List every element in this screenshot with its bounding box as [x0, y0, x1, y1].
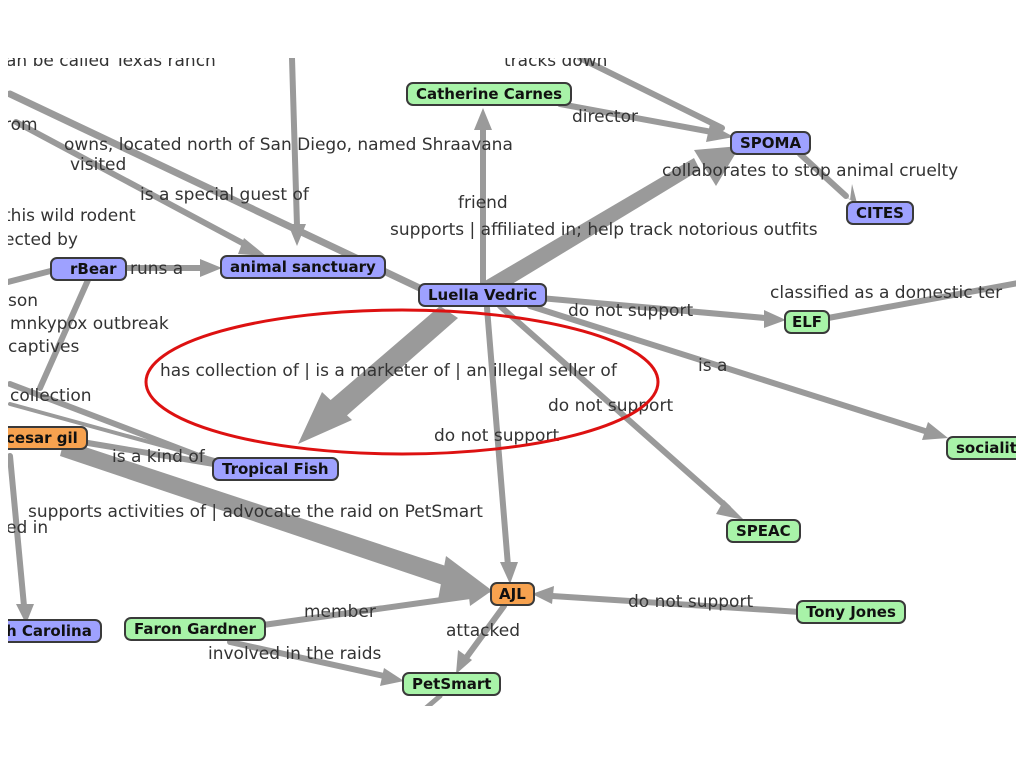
- edge-ajl-petsmart: [463, 603, 507, 661]
- edge-luella-spoma: [478, 158, 700, 295]
- edge-tony-ajl: [549, 593, 803, 615]
- arrowhead-socialite: [922, 422, 948, 440]
- node-cesar-gil[interactable]: cesar gil: [8, 426, 88, 450]
- edge-label-nosupport-elf: do not support: [568, 301, 693, 321]
- edge-label-monkeypox: mnkypox outbreak: [10, 314, 169, 334]
- edge-label-runs: runs a: [130, 259, 183, 279]
- edge-luella-tropical: [326, 306, 458, 418]
- edge-label-collab: collaborates to stop animal cruelty: [662, 161, 958, 181]
- node-luella-vedric[interactable]: Luella Vedric: [418, 283, 548, 307]
- node-tropical-fish[interactable]: Tropical Fish: [212, 457, 339, 481]
- edge-label-collection-main: has collection of | is a marketer of | a…: [160, 361, 618, 381]
- edge-label-nosupport-tony: do not support: [628, 592, 753, 612]
- node-rbear[interactable]: rBear: [50, 257, 127, 281]
- edge-luella-ajl: [484, 305, 511, 569]
- node-speac[interactable]: SPEAC: [726, 519, 801, 543]
- edge-label-guest: is a special guest of: [140, 185, 310, 205]
- edge-faron-ajl: [253, 593, 473, 629]
- node-animal-sanctuary[interactable]: animal sanctuary: [220, 255, 386, 279]
- edge-spoma-cites: [797, 151, 849, 199]
- edge-left-tropical: [8, 402, 224, 464]
- highlight-ellipse: [144, 308, 660, 456]
- edge-label-owns: owns, located north of San Diego, named …: [64, 135, 513, 155]
- edge-label-director: director: [572, 107, 638, 127]
- node-tony-jones[interactable]: Tony Jones: [796, 600, 906, 624]
- node-ajl[interactable]: AJL: [490, 582, 535, 606]
- node-spoma[interactable]: SPOMA: [730, 131, 812, 155]
- edge-luella-elf: [537, 295, 768, 321]
- arrowhead-speac: [716, 500, 744, 520]
- arrowhead-catherine: [474, 108, 492, 130]
- edge-cesar-carolina: [8, 453, 27, 609]
- edge-tracks-spoma: [577, 58, 725, 131]
- edge-faron-petsmart: [227, 639, 387, 679]
- edge-label-ected: ected by: [8, 230, 78, 250]
- edge-bear-down: [37, 277, 91, 391]
- edge-luella-socialite: [527, 303, 931, 435]
- arrowhead-spoma-1: [706, 124, 734, 142]
- arrowhead-spoma-2: [694, 146, 740, 186]
- arrowhead-carolina: [16, 604, 34, 624]
- edge-label-friend: friend: [458, 193, 508, 213]
- edge-label-collection: collection: [10, 386, 92, 406]
- graph-viewport[interactable]: an be called Texas ranch tracks down dir…: [8, 58, 1016, 706]
- edge-classified-elf: [825, 280, 1016, 321]
- arrowhead-sanctuary-1: [238, 238, 266, 256]
- edge-label-edin: ed in: [8, 518, 48, 538]
- arrowhead-ajl-3: [532, 586, 554, 604]
- node-elf[interactable]: ELF: [784, 310, 831, 334]
- arrowhead-ajl-4: [468, 588, 490, 606]
- edge-label-supports-track: supports | affiliated in; help track not…: [390, 220, 818, 240]
- arrowhead-sanctuary-3: [200, 259, 222, 277]
- edge-catherine-spoma: [557, 101, 715, 135]
- edge-label-attacked: attacked: [446, 621, 520, 641]
- node-cites[interactable]: CITES: [846, 201, 914, 225]
- edge-label-tracks: tracks down: [504, 58, 607, 71]
- edge-label-raids: involved in the raids: [208, 644, 382, 664]
- edge-texas-sanctuary: [289, 58, 300, 229]
- node-faron-gardner[interactable]: Faron Gardner: [124, 617, 266, 641]
- node-socialite[interactable]: socialite: [946, 436, 1016, 460]
- edge-label-member: member: [304, 602, 376, 622]
- arrowhead-ajl-1: [500, 562, 518, 584]
- edge-label-nosupport-speac: do not support: [548, 396, 673, 416]
- edge-layer: an be called Texas ranch tracks down dir…: [8, 58, 1016, 706]
- arrowhead-elf: [764, 310, 786, 328]
- edge-petsmart-down: [424, 693, 443, 706]
- edge-label-son: son: [8, 291, 38, 311]
- arrowhead-petsmart-1: [456, 650, 472, 674]
- edge-label-kind: is a kind of: [112, 447, 206, 467]
- edge-label-rodent: this wild rodent: [8, 206, 136, 226]
- arrowhead-sanctuary-2: [288, 224, 306, 246]
- edge-label-supports-act: supports activities of | advocate the ra…: [28, 502, 483, 522]
- node-catherine-carnes[interactable]: Catherine Carnes: [406, 82, 573, 106]
- edge-label-visited: visited: [70, 155, 126, 175]
- edge-label-nosupport-ajl: do not support: [434, 426, 559, 446]
- arrowhead-petsmart-2: [380, 668, 404, 686]
- node-carolina[interactable]: h Carolina: [8, 619, 102, 643]
- arrowhead-ajl-2: [438, 556, 494, 600]
- edge-label-rom: rom: [8, 115, 38, 135]
- node-petsmart[interactable]: PetSmart: [402, 672, 502, 696]
- edge-cesar-tropical: [67, 437, 217, 467]
- edge-label-texas: an be called Texas ranch: [8, 58, 216, 71]
- edge-luella-speac: [497, 303, 731, 511]
- edge-label-isa: is a: [698, 356, 727, 376]
- edge-visited-sanctuary: [13, 119, 251, 249]
- edge-label-classified: classified as a domestic ter: [770, 283, 1002, 303]
- edge-label-captives: captives: [8, 337, 79, 357]
- arrowhead-tropical: [298, 392, 352, 444]
- edge-cesar-ajl: [60, 440, 452, 586]
